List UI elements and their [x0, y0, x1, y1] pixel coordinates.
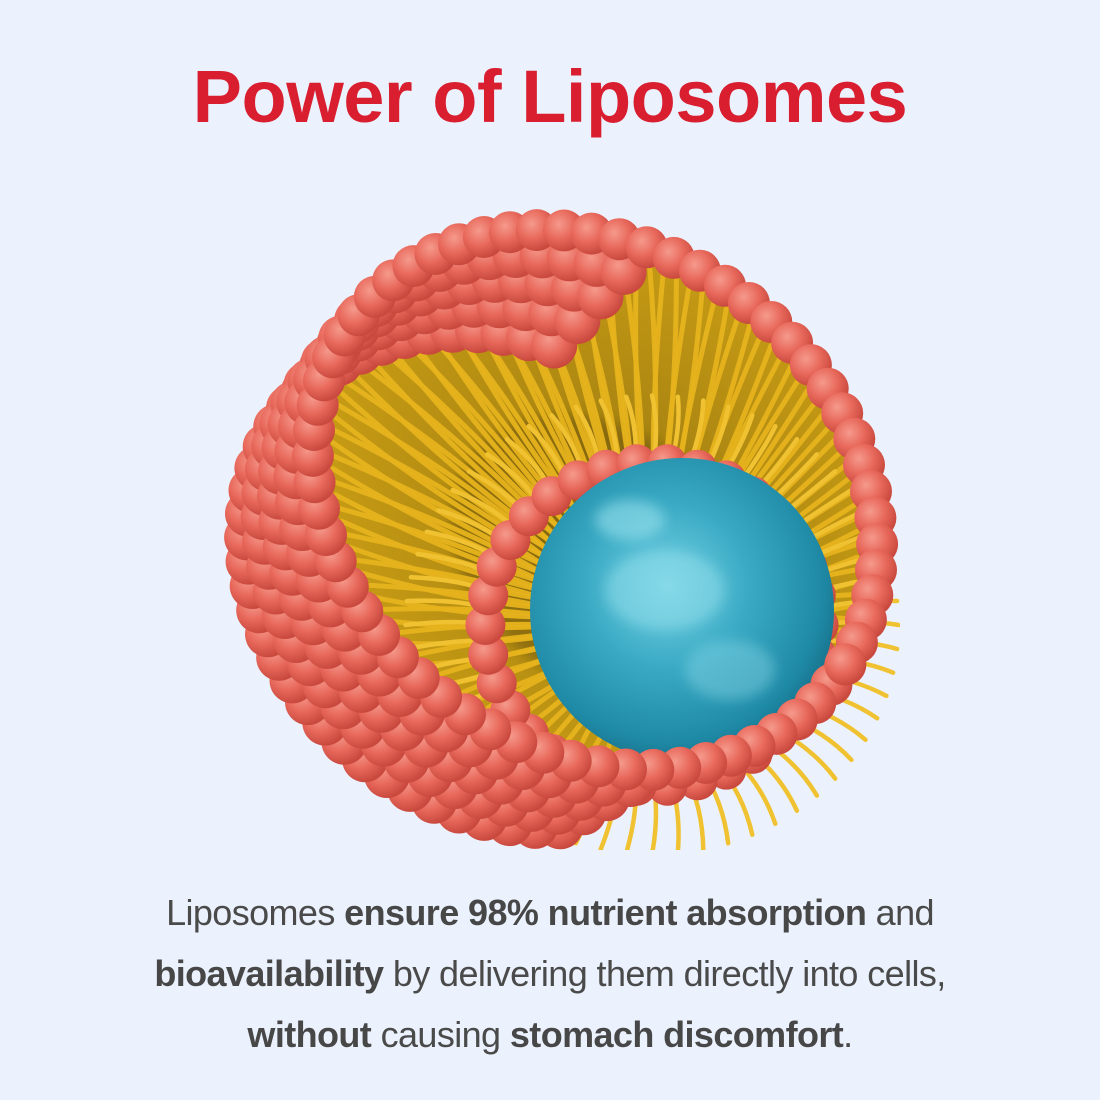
caption-emphasis: bioavailability [154, 953, 384, 994]
caption-text: and [866, 892, 935, 933]
caption-emphasis: stomach discomfort [509, 1014, 844, 1055]
caption-emphasis: without [247, 1014, 372, 1055]
caption-emphasis: ensure 98% nutrient absorption [344, 892, 867, 933]
liposome-illustration [200, 170, 901, 857]
caption-text: . [843, 1014, 853, 1055]
page-title: Power of Liposomes [192, 55, 908, 138]
caption-line-2: bioavailability by delivering them direc… [20, 943, 1080, 1004]
caption-text: by delivering them directly into cells, [383, 953, 946, 994]
nutrient-core-layer [530, 458, 834, 762]
caption-line-3: without causing stomach discomfort. [20, 1004, 1080, 1065]
caption-text: Liposomes [166, 892, 345, 933]
caption-text: causing [371, 1014, 510, 1055]
caption-paragraph: Liposomes ensure 98% nutrient absorption… [20, 882, 1080, 1065]
caption-line-1: Liposomes ensure 98% nutrient absorption… [20, 882, 1080, 943]
liposome-icon [224, 209, 901, 857]
outer-bilayer-layer [224, 209, 899, 850]
